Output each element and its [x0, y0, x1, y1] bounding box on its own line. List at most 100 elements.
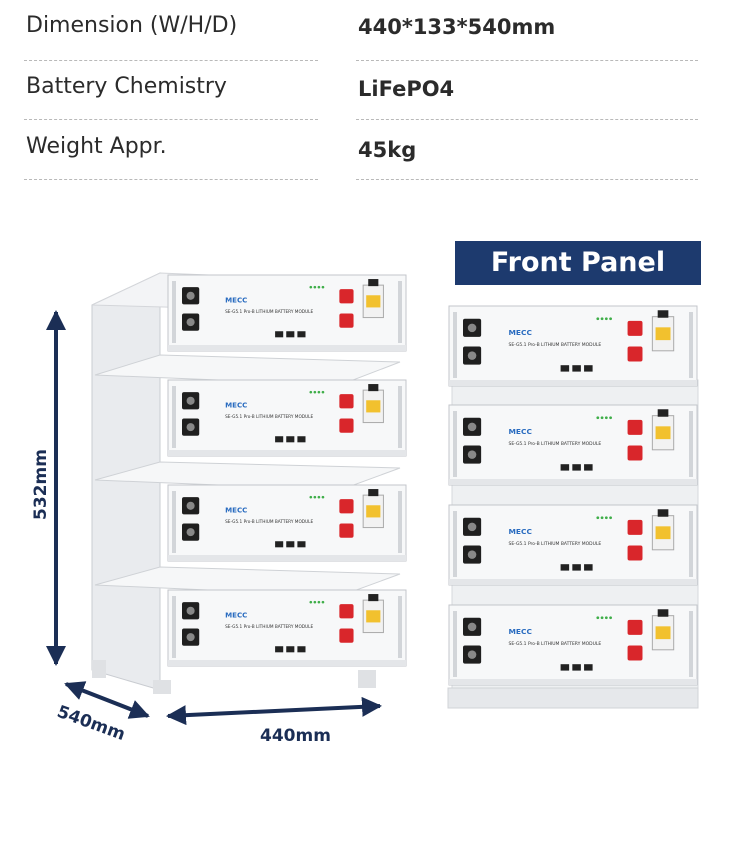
model-label: SE-G5.1 Pro-B LITHIUM BATTERY MODULE [509, 441, 602, 447]
module-handle [689, 411, 693, 477]
led-icon [309, 390, 313, 394]
module-handle [172, 386, 176, 448]
led-icon [317, 285, 321, 289]
port-icon [275, 436, 284, 443]
led-icon [313, 390, 317, 394]
brand-logo: MECC [509, 328, 532, 337]
module-handle [453, 312, 457, 378]
module-handle [453, 611, 457, 677]
led-icon [596, 416, 600, 420]
terminal-positive [627, 519, 643, 535]
led-icon [317, 600, 321, 604]
led-icon [596, 616, 600, 620]
divider [24, 179, 318, 180]
terminal-negative [627, 346, 643, 362]
module-handle [398, 491, 402, 553]
terminal-positive [339, 499, 354, 514]
module-handle [689, 511, 693, 577]
port-icon [572, 464, 581, 471]
port-icon [560, 464, 570, 471]
spec-row-chemistry: Battery Chemistry LiFePO4 [0, 60, 730, 120]
port-icon [584, 564, 593, 571]
led-icon [317, 390, 321, 394]
stack-foot [447, 687, 699, 709]
module-handle [172, 596, 176, 658]
led-icon [321, 285, 325, 289]
rack-leg [92, 660, 106, 678]
rack-leg [153, 680, 171, 694]
led-icon [604, 317, 608, 321]
spec-label: Battery Chemistry [26, 74, 227, 99]
led-icon [309, 600, 313, 604]
module-handle [453, 411, 457, 477]
terminal-negative [339, 418, 354, 433]
port-icon [297, 436, 306, 443]
port-icon [572, 664, 581, 671]
terminal-negative [339, 313, 354, 328]
port-icon [560, 664, 570, 671]
brand-logo: MECC [225, 295, 247, 304]
model-label: SE-G5.1 Pro-B LITHIUM BATTERY MODULE [225, 624, 313, 630]
led-icon [309, 285, 313, 289]
port-icon [584, 664, 593, 671]
module-handle [689, 611, 693, 677]
terminal-negative [627, 545, 643, 561]
model-label: SE-G5.1 Pro-B LITHIUM BATTERY MODULE [509, 541, 602, 547]
module-handle [172, 281, 176, 343]
port-icon [572, 365, 581, 372]
divider [24, 119, 318, 120]
led-icon [313, 600, 317, 604]
port-icon [572, 564, 581, 571]
port-icon [297, 331, 306, 338]
led-icon [609, 317, 612, 321]
led-icon [317, 495, 321, 499]
module-handle [398, 596, 402, 658]
brand-logo: MECC [509, 527, 532, 536]
brand-logo: MECC [225, 505, 247, 514]
terminal-negative [339, 628, 354, 643]
battery-module: MECC SE-G5.1 Pro-B LITHIUM BATTERY MODULE [448, 504, 698, 586]
port-icon [297, 541, 306, 548]
terminal-positive [627, 320, 643, 336]
module-handle [398, 281, 402, 343]
port-icon [286, 331, 295, 338]
spec-value: 45kg [358, 138, 417, 162]
divider [24, 60, 318, 61]
led-icon [604, 516, 608, 520]
front-panel-banner: Front Panel [455, 241, 701, 285]
led-icon [600, 516, 604, 520]
brand-logo: MECC [509, 627, 532, 636]
width-arrow [166, 696, 382, 726]
spec-label: Dimension (W/H/D) [26, 13, 238, 38]
port-icon [584, 365, 593, 372]
depth-label: 540mm [54, 702, 127, 745]
led-icon [596, 516, 600, 520]
depth-arrow [64, 681, 150, 719]
led-icon [313, 285, 317, 289]
led-icon [313, 495, 317, 499]
port-icon [560, 365, 570, 372]
width-label: 440mm [260, 726, 331, 746]
divider [356, 119, 698, 120]
height-label: 532mm [31, 449, 51, 520]
spec-row-dimension: Dimension (W/H/D) 440*133*540mm [0, 0, 730, 60]
terminal-negative [627, 645, 643, 661]
terminal-negative [627, 445, 643, 461]
led-icon [309, 495, 313, 499]
led-icon [609, 416, 612, 420]
module-handle [689, 312, 693, 378]
led-icon [321, 600, 325, 604]
port-icon [286, 541, 295, 548]
port-icon [560, 564, 570, 571]
led-icon [321, 390, 325, 394]
divider [356, 60, 698, 61]
port-icon [286, 436, 295, 443]
led-icon [609, 516, 612, 520]
